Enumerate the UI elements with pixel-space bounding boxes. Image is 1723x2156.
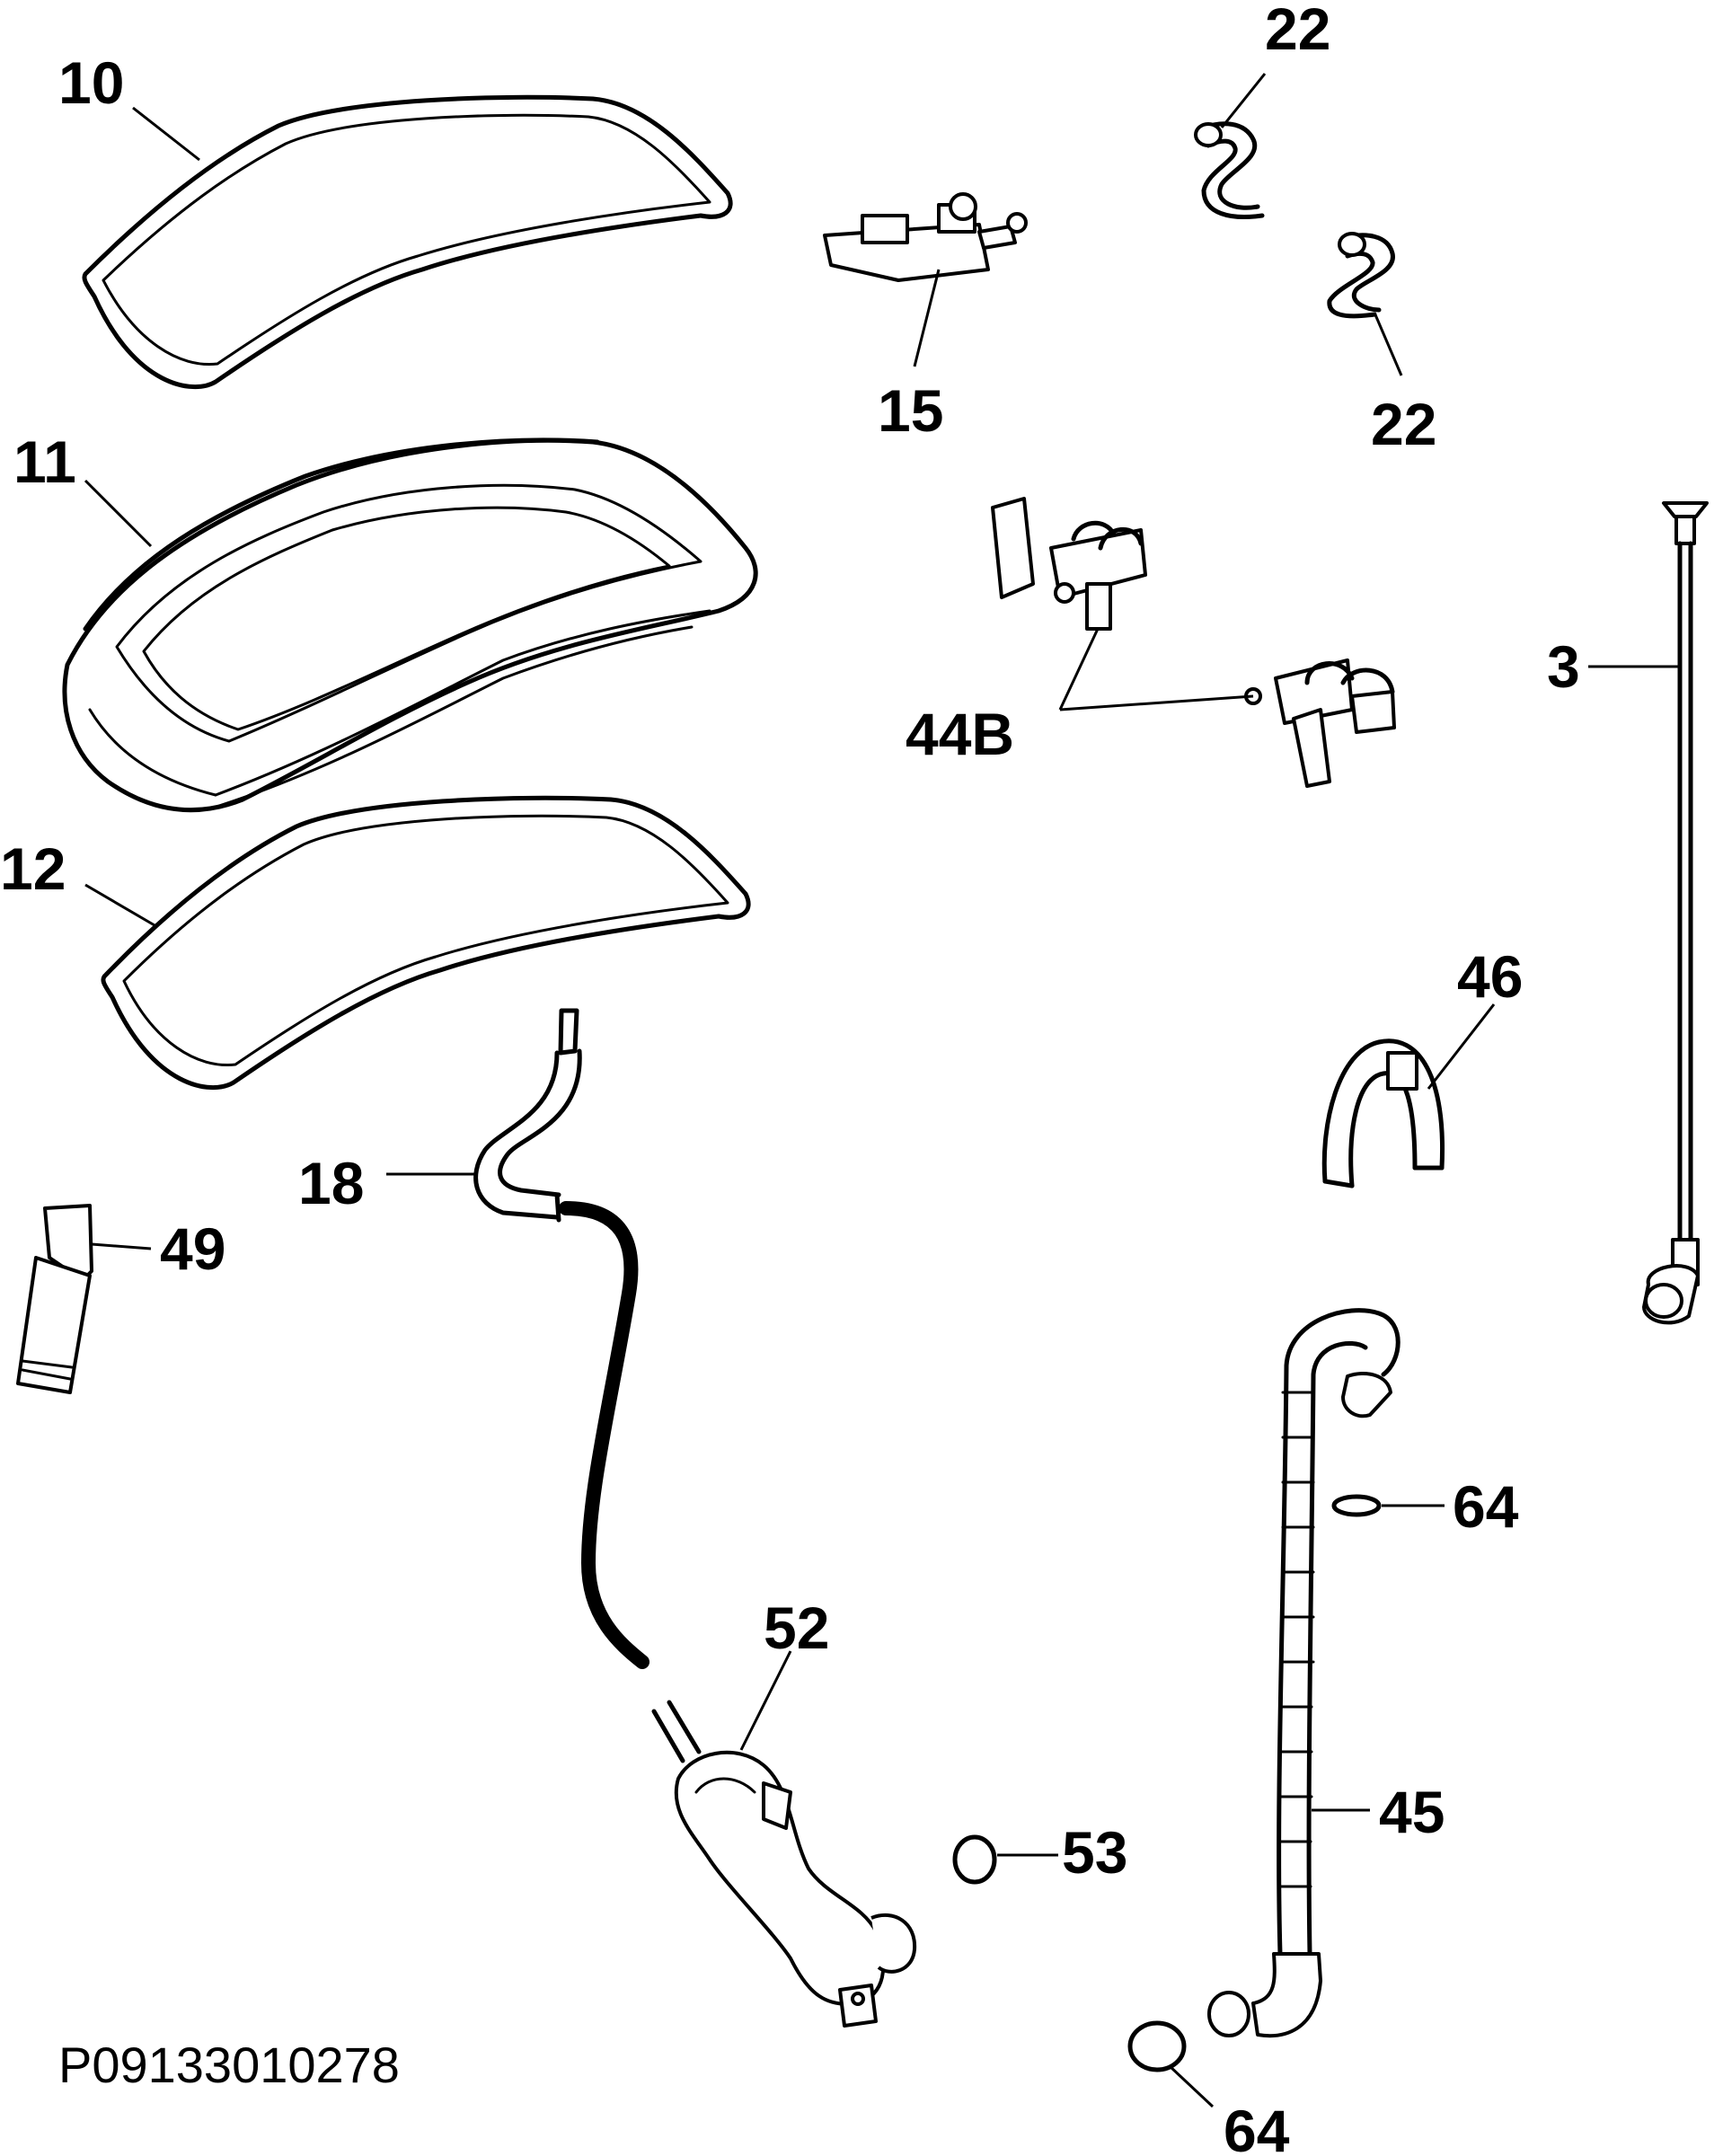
callout-22-top: 22 [1265,0,1330,62]
leader-lines [84,73,1678,2108]
callout-22-lower: 22 [1371,391,1436,457]
part-49-brush [16,1204,93,1394]
part-11-door-seal [62,437,758,813]
callout-53: 53 [1062,1819,1127,1886]
part-53-o-ring [952,1834,997,1885]
part-22-elbow-hose-lower [1327,232,1395,319]
part-18-hose [473,1008,649,1669]
part-45-drain-hose [1207,1308,1400,2038]
part-12-gasket [101,795,751,1090]
callout-12: 12 [0,835,66,902]
callout-18: 18 [298,1150,364,1216]
part-22-elbow-hose-upper [1194,121,1265,220]
part-44b-clamp-lower [1244,658,1396,788]
part-46-u-clip [1321,1038,1445,1188]
part-10-gasket [82,94,733,389]
callout-10: 10 [58,49,124,116]
callout-64-upper: 64 [1453,1473,1519,1540]
callout-52: 52 [764,1595,829,1661]
callout-15: 15 [878,377,943,444]
drawing-id: P09133010278 [58,2037,400,2093]
callout-44b: 44B [906,701,1014,767]
callout-46: 46 [1457,943,1523,1010]
part-52-pump-housing [651,1700,917,2028]
part-3-rod [1642,501,1709,1325]
part-64-ring-lower [1127,2020,1187,2072]
callout-49: 49 [160,1215,225,1282]
part-15-valve [823,192,1028,282]
callout-64-lower: 64 [1224,2098,1290,2156]
callout-45: 45 [1379,1779,1445,1845]
callout-3: 3 [1547,633,1580,700]
callout-11: 11 [13,429,76,495]
part-64-ring-upper [1331,1494,1382,1517]
part-44b-clamp-upper [991,497,1147,631]
